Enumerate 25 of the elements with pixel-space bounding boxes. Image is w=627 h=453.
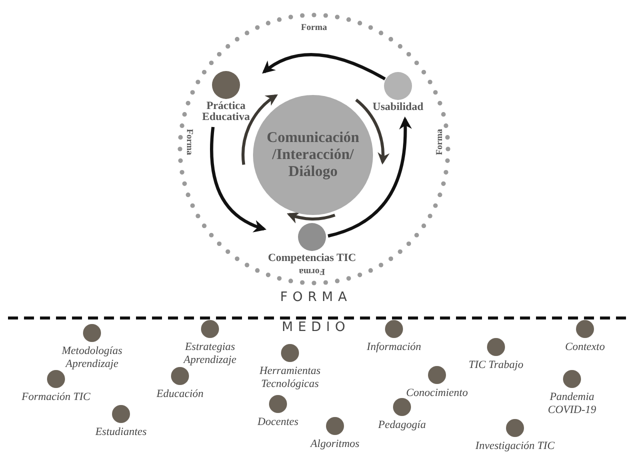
topic-label: Pedagogía xyxy=(378,419,426,432)
topic-label: Investigación TIC xyxy=(475,440,555,453)
topic-label: Algoritmos xyxy=(310,438,360,451)
topic-label: Conocimiento xyxy=(406,387,468,400)
ring-label: Forma xyxy=(434,128,444,157)
topic-label: Metodologías Aprendizaje xyxy=(60,345,124,371)
curved-arrow xyxy=(262,53,386,80)
topic-label: Estrategias Aprendizaje xyxy=(182,341,238,367)
ring-label: Forma xyxy=(185,128,195,157)
topic-label: Pandemia COVID-19 xyxy=(546,391,598,417)
node-label: Competencias TIC xyxy=(268,253,356,264)
ring-label: Forma xyxy=(300,22,328,32)
curved-arrow xyxy=(328,116,412,238)
topic-label: TIC Trabajo xyxy=(468,359,524,372)
topic-label: Contexto xyxy=(565,341,605,354)
topic-label: Estudiantes xyxy=(95,426,147,439)
curved-arrow xyxy=(210,126,266,232)
node-label: Práctica Educativa xyxy=(201,101,251,123)
topic-label: Herramientas Tecnológicas xyxy=(258,365,322,391)
ring-label: Forma xyxy=(298,267,326,277)
topic-label: Docentes xyxy=(258,416,298,429)
topic-label: Educación xyxy=(156,388,204,401)
node-label: Usabilidad xyxy=(372,102,424,113)
topic-label: Formación TIC xyxy=(22,391,90,404)
topic-label: Información xyxy=(366,341,422,354)
